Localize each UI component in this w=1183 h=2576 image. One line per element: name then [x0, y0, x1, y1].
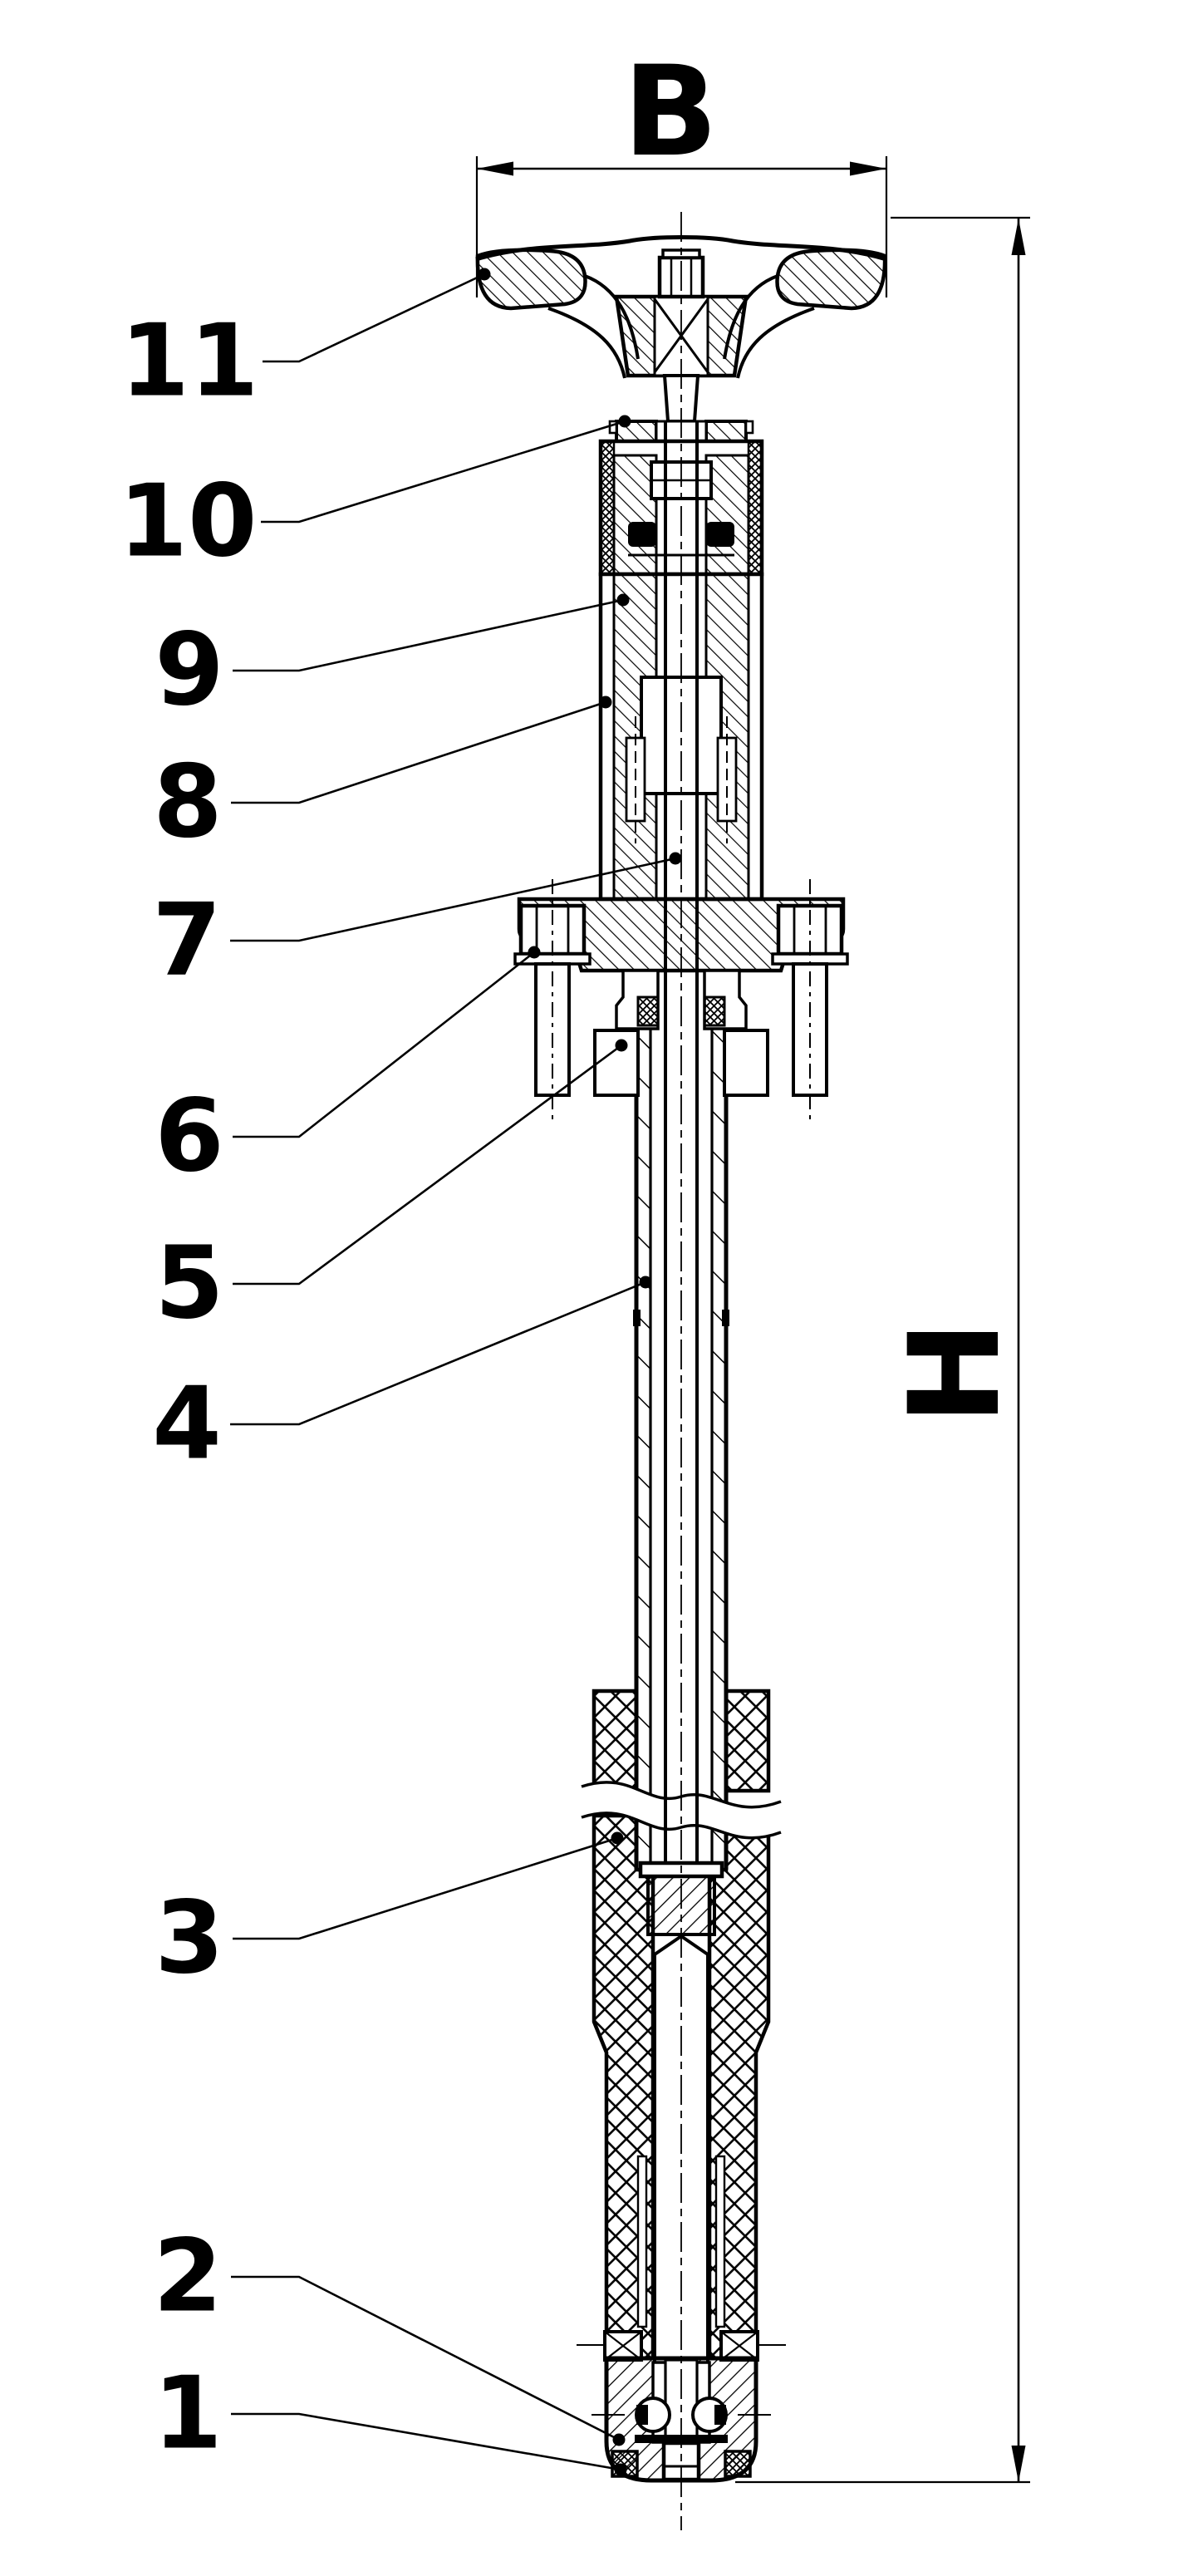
part-number: 8: [153, 745, 223, 861]
handwheel-rim-right: [775, 248, 887, 311]
leader-line: [233, 1044, 622, 1286]
leader-line: [261, 420, 626, 524]
callout-7: 7: [152, 852, 682, 999]
leader-line: [233, 598, 624, 672]
weld-mark-left: [633, 1310, 641, 1326]
leader-line: [230, 1281, 646, 1426]
coupling-block: [646, 1875, 716, 1936]
callout-10: 10: [119, 415, 631, 580]
leader-line: [231, 2275, 620, 2441]
handwheel: [475, 235, 887, 423]
leader-dot: [478, 268, 491, 281]
part-number: 3: [155, 1881, 224, 1997]
leader-line: [231, 2412, 621, 2471]
handwheel-rim-left: [475, 248, 587, 311]
leader-dot: [528, 946, 541, 959]
leader-dot: [611, 1831, 624, 1845]
callout-3: 3: [155, 1831, 624, 1997]
callout-5: 5: [155, 1039, 628, 1342]
dimension-arrow: [850, 161, 886, 176]
extension-tube: [633, 971, 729, 1870]
gland-nut: [598, 420, 764, 616]
callout-4: 4: [152, 1276, 652, 1482]
callout-1: 1: [153, 2357, 627, 2476]
leader-dot: [599, 696, 612, 709]
callout-9: 9: [155, 593, 630, 729]
part-number: 2: [153, 2220, 223, 2335]
knurl-right: [747, 440, 763, 576]
packing-ring-right: [706, 522, 734, 547]
seal-ring-left: [636, 995, 660, 1027]
part-number: 1: [153, 2357, 223, 2472]
leader-line: [230, 857, 676, 942]
tube-clamp: [593, 969, 769, 1097]
annotations: 11 10 9 8 7 6 5 4 3 2 1 B H: [119, 40, 1030, 2484]
callout-11: 11: [120, 268, 491, 420]
dim-h: H: [735, 216, 1030, 2484]
dimension-label: B: [623, 40, 718, 184]
seal-ring-right: [703, 995, 726, 1027]
leader-line: [233, 951, 535, 1138]
dimension-arrow: [1011, 219, 1026, 255]
stem: [664, 421, 699, 1866]
callout-2: 2: [153, 2220, 626, 2446]
callout-6: 6: [155, 946, 541, 1195]
part-number: 11: [120, 304, 259, 420]
dimension-arrow: [1011, 2446, 1026, 2482]
leader-dot: [615, 1039, 628, 1052]
dimension-label: H: [883, 1320, 1028, 1425]
leader-line: [231, 701, 606, 804]
part-number: 5: [155, 1227, 224, 1342]
part-number: 7: [152, 883, 222, 999]
bolt-right: [771, 879, 849, 1120]
leader-dot: [612, 2433, 626, 2446]
knurl-left: [599, 440, 616, 576]
dimension-arrow: [477, 161, 513, 176]
bottom-seal-right: [724, 2450, 752, 2478]
callout-8: 8: [153, 696, 612, 861]
leader-dot: [639, 1276, 652, 1289]
packing-ring-left: [628, 522, 656, 547]
leader-dot: [614, 2463, 627, 2476]
dim-b: B: [475, 40, 888, 297]
leader-dot: [669, 852, 682, 865]
part-number: 10: [119, 465, 258, 580]
part-number: 4: [152, 1367, 222, 1482]
leader-dot: [616, 593, 630, 607]
part-number: 9: [155, 613, 224, 729]
part-number: 6: [155, 1079, 224, 1195]
leader-line: [263, 273, 485, 363]
leader-dot: [618, 415, 631, 428]
leader-line: [233, 1836, 618, 1940]
weld-mark-right: [722, 1310, 729, 1326]
